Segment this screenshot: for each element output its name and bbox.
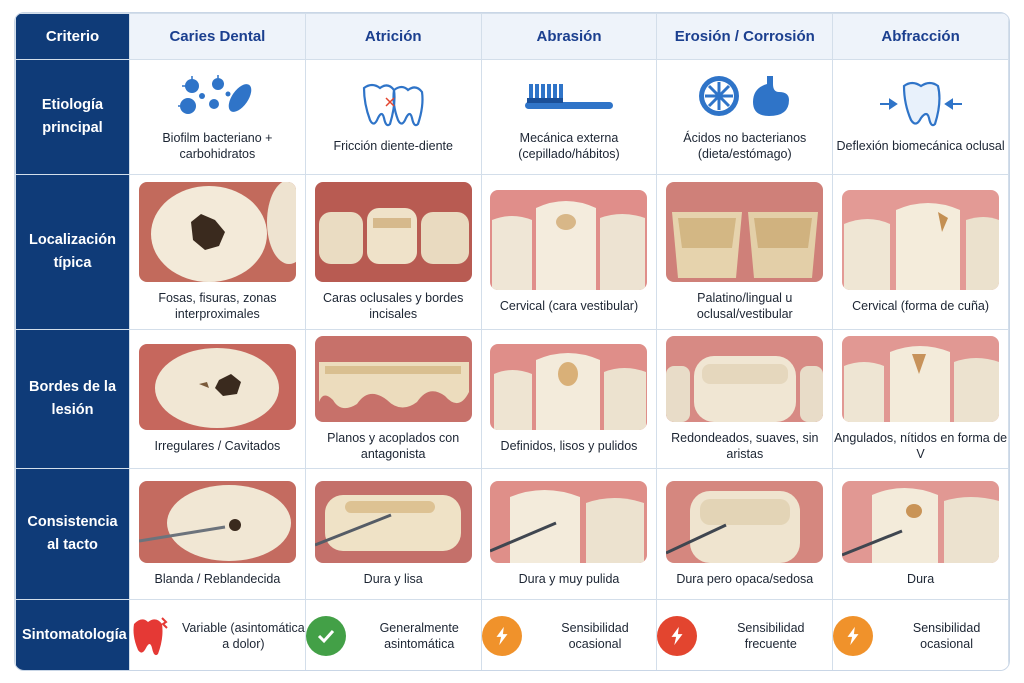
row-bordes: Bordes de la lesión Irregulares / Cavita…	[15, 329, 1009, 469]
sintomatologia-atricion-text: Generalmente asintomática	[379, 620, 459, 651]
lightning-icon	[833, 615, 874, 656]
worn-teeth-photo	[314, 182, 472, 282]
etiologia-atricion-text: Fricción diente-diente	[333, 139, 453, 153]
lightning-icon	[657, 615, 698, 656]
check-icon	[305, 615, 346, 656]
sintomatologia-abrasion-text: Sensibilidad ocasional	[561, 620, 629, 651]
probe-opaque-photo	[666, 481, 824, 563]
cell-sintomatologia-abrasion: Sensibilidad ocasional	[480, 599, 658, 670]
cell-sintomatologia-abfraccion: Sensibilidad ocasional	[832, 599, 1009, 670]
row-label-etiologia: Etiología principal	[15, 59, 130, 175]
cell-sintomatologia-caries: Variable (asintomática a dolor)	[129, 599, 306, 670]
cell-consistencia-abfraccion: Dura	[832, 468, 1009, 600]
column-header-erosion: Erosión / Corrosión	[656, 13, 834, 60]
bordes-abfraccion-text: Angulados, nítidos en forma de V	[834, 431, 1008, 461]
consistencia-caries-text: Blanda / Reblandecida	[154, 572, 281, 586]
consistencia-abfraccion-text: Dura	[907, 572, 935, 586]
row-label-localizacion: Localización típica	[15, 174, 130, 330]
bordes-atricion-text: Planos y acoplados con antagonista	[327, 431, 460, 461]
cell-localizacion-abfraccion: Cervical (forma de cuña)	[832, 174, 1009, 330]
probe-soft-caries-photo	[138, 481, 296, 563]
column-header-caries: Caries Dental	[129, 13, 306, 60]
palatal-erosion-photo	[666, 182, 824, 282]
cervical-wedge-photo	[842, 190, 1000, 290]
occlusal-caries-photo	[138, 182, 296, 282]
row-localizacion: Localización típica Fosas, fisuras, zona…	[15, 174, 1009, 330]
row-sintomatologia: Sintomatología Variable (asintomática a …	[15, 599, 1009, 670]
probe-hard-photo	[842, 481, 1000, 563]
cell-bordes-erosion: Redondeados, suaves, sin aristas	[656, 329, 834, 469]
column-header-abfraccion: Abfracción	[832, 13, 1009, 60]
painful-tooth-icon	[130, 614, 170, 658]
flat-worn-teeth-photo	[314, 336, 472, 422]
consistencia-atricion-text: Dura y lisa	[363, 572, 423, 586]
localizacion-caries-text: Fosas, fisuras, zonas interproximales	[158, 291, 277, 321]
polished-notch-photo	[490, 344, 648, 430]
cell-bordes-caries: Irregulares / Cavitados	[129, 329, 306, 469]
bordes-caries-text: Irregulares / Cavitados	[154, 439, 281, 453]
row-label-bordes: Bordes de la lesión	[15, 329, 130, 469]
cell-localizacion-atricion: Caras oclusales y bordes incisales	[304, 174, 482, 330]
cell-bordes-abfraccion: Angulados, nítidos en forma de V	[832, 329, 1009, 469]
probe-hard-smooth-photo	[314, 481, 472, 563]
cell-consistencia-erosion: Dura pero opaca/sedosa	[656, 468, 834, 600]
etiologia-abrasion-text: Mecánica externa (cepillado/hábitos)	[518, 131, 620, 161]
column-header-abrasion: Abrasión	[480, 13, 658, 60]
comparison-table-frame: Criterio Caries Dental Atrición Abrasión…	[14, 12, 1010, 671]
row-consistencia: Consistencia al tacto Blanda / Reblandec…	[15, 468, 1009, 600]
rounded-erosion-photo	[666, 336, 824, 422]
consistencia-abrasion-text: Dura y muy pulida	[518, 572, 620, 586]
cell-consistencia-caries: Blanda / Reblandecida	[129, 468, 306, 600]
comparison-table: Criterio Caries Dental Atrición Abrasión…	[15, 13, 1009, 670]
lightning-icon	[481, 615, 522, 656]
header-row: Criterio Caries Dental Atrición Abrasión…	[15, 13, 1009, 60]
cervical-abrasion-photo	[490, 190, 648, 290]
cell-etiologia-abfraccion: Deflexión biomecánica oclusal	[832, 59, 1009, 175]
cell-bordes-atricion: Planos y acoplados con antagonista	[304, 329, 482, 469]
sintomatologia-caries-text: Variable (asintomática a dolor)	[182, 620, 305, 651]
cell-localizacion-caries: Fosas, fisuras, zonas interproximales	[129, 174, 306, 330]
localizacion-atricion-text: Caras oclusales y bordes incisales	[323, 291, 464, 321]
row-label-sintomatologia: Sintomatología	[15, 599, 130, 670]
row-etiologia: Etiología principal Biofilm bacteriano +…	[15, 59, 1009, 175]
row-label-consistencia: Consistencia al tacto	[15, 468, 130, 600]
cell-consistencia-atricion: Dura y lisa	[304, 468, 482, 600]
localizacion-abrasion-text: Cervical (cara vestibular)	[499, 299, 639, 313]
localizacion-erosion-text: Palatino/lingual u oclusal/vestibular	[696, 291, 793, 321]
cell-bordes-abrasion: Definidos, lisos y pulidos	[480, 329, 658, 469]
cell-sintomatologia-erosion: Sensibilidad frecuente	[656, 599, 834, 670]
tooth-flexion-icon	[833, 80, 1008, 128]
etiologia-abfraccion-text: Deflexión biomecánica oclusal	[836, 139, 1005, 153]
sintomatologia-erosion-text: Sensibilidad frecuente	[737, 620, 805, 651]
teeth-friction-icon	[306, 80, 481, 128]
cell-etiologia-atricion: Fricción diente-diente	[304, 59, 482, 175]
etiologia-erosion-text: Ácidos no bacterianos (dieta/estómago)	[683, 131, 807, 161]
cell-etiologia-erosion: Ácidos no bacterianos (dieta/estómago)	[656, 59, 834, 175]
bordes-erosion-text: Redondeados, suaves, sin aristas	[671, 431, 819, 461]
toothbrush-icon	[482, 72, 657, 120]
cell-etiologia-abrasion: Mecánica externa (cepillado/hábitos)	[480, 59, 658, 175]
citrus-stomach-icon	[657, 72, 832, 120]
cell-localizacion-abrasion: Cervical (cara vestibular)	[480, 174, 658, 330]
localizacion-abfraccion-text: Cervical (forma de cuña)	[852, 299, 990, 313]
consistencia-erosion-text: Dura pero opaca/sedosa	[676, 572, 814, 586]
cell-sintomatologia-atricion: Generalmente asintomática	[304, 599, 482, 670]
etiologia-caries-text: Biofilm bacteriano + carbohidratos	[162, 131, 273, 161]
probe-polished-photo	[490, 481, 648, 563]
criterio-header: Criterio	[15, 13, 130, 60]
column-header-atricion: Atrición	[304, 13, 482, 60]
cavitated-tooth-photo	[138, 344, 296, 430]
bordes-abrasion-text: Definidos, lisos y pulidos	[500, 439, 638, 453]
cell-etiologia-caries: Biofilm bacteriano + carbohidratos	[129, 59, 306, 175]
bacteria-icon	[130, 72, 305, 120]
cell-localizacion-erosion: Palatino/lingual u oclusal/vestibular	[656, 174, 834, 330]
sintomatologia-abfraccion-text: Sensibilidad ocasional	[912, 620, 981, 651]
v-shaped-lesion-photo	[842, 336, 1000, 422]
cell-consistencia-abrasion: Dura y muy pulida	[480, 468, 658, 600]
